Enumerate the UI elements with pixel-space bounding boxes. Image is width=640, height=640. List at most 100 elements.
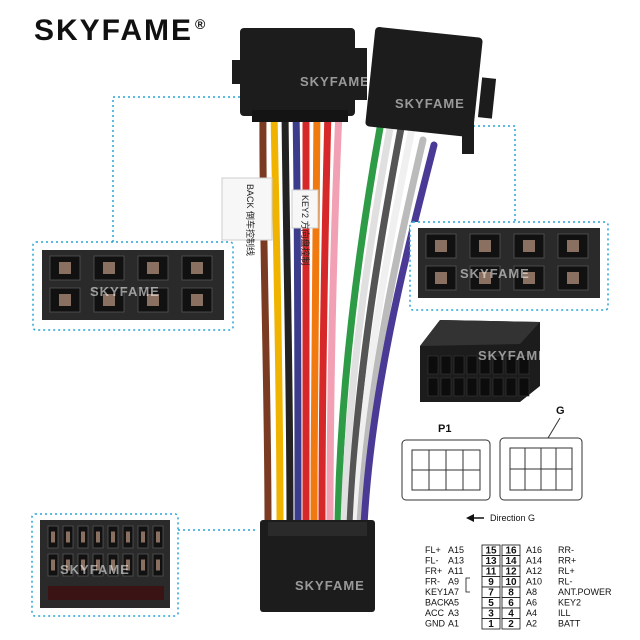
pin-right-code: A10 — [526, 577, 542, 587]
pin-cavity — [47, 553, 59, 577]
svg-text:KEY2 方向盘控制: KEY2 方向盘控制 — [300, 195, 311, 266]
pin-cavity — [152, 553, 164, 577]
iso-connector-power: SKYFAME — [232, 28, 370, 122]
pin-left-code: A11 — [448, 566, 463, 576]
pin-left-code: A7 — [448, 587, 459, 597]
plug-cell — [453, 377, 465, 397]
pin-cavity — [122, 553, 134, 577]
pin-cavity — [77, 553, 89, 577]
diagram-g: G — [499, 405, 583, 501]
pin-right-code: A2 — [526, 619, 537, 629]
svg-text:SKYFAME: SKYFAME — [460, 266, 530, 281]
pin-right-code: A6 — [526, 598, 537, 608]
brand-logo: SKYFAME® — [34, 14, 207, 48]
inset-power-pins: SKYFAME — [32, 241, 234, 331]
pin-right-code: A12 — [526, 566, 542, 576]
pin-right-code: A8 — [526, 587, 537, 597]
pin-left-name: BACK — [425, 598, 450, 608]
plug-cell — [440, 355, 452, 375]
plug-cell — [466, 355, 478, 375]
pin-cavity — [107, 553, 119, 577]
pin-box-left-num: 5 — [488, 598, 494, 609]
pin-right-name: RR- — [558, 545, 574, 555]
svg-text:Direction G: Direction G — [490, 513, 535, 523]
pin-box-left-num: 7 — [488, 588, 494, 599]
pin-cavity — [469, 233, 501, 259]
svg-text:SKYFAME: SKYFAME — [478, 348, 548, 363]
pin-left-name: ACC — [425, 608, 445, 618]
pin-box-left-num: 11 — [486, 567, 497, 578]
pin-cavity — [181, 255, 213, 281]
pin-right-code: A16 — [526, 545, 542, 555]
pin-right-code: A14 — [526, 556, 542, 566]
pin-cavity — [92, 553, 104, 577]
leader-lines — [112, 96, 516, 531]
pin-cavity — [47, 525, 59, 549]
pin-cavity — [513, 265, 545, 291]
pin-box-left-num: 3 — [488, 609, 494, 620]
pin-left-code: A13 — [448, 556, 464, 566]
pin-box-right-num: 8 — [508, 588, 514, 599]
pin-cavity — [92, 525, 104, 549]
pin-box-left-num: 15 — [485, 546, 497, 557]
pin-box-left-num: 9 — [488, 577, 494, 588]
pin-box-right-num: 2 — [508, 619, 514, 630]
pin-right-name: KEY2 — [558, 598, 581, 608]
svg-text:SKYFAME: SKYFAME — [60, 562, 130, 577]
registered-mark: ® — [195, 16, 208, 32]
pin-right-name: ANT.POWER — [558, 587, 612, 597]
pin-left-name: KEY1 — [425, 587, 448, 597]
plug-cell — [492, 355, 504, 375]
pin-right-name: RL- — [558, 577, 573, 587]
svg-text:BACK 倒车控制线: BACK 倒车控制线 — [245, 184, 256, 256]
pin-right-name: RL+ — [558, 566, 575, 576]
pin-left-code: A5 — [448, 598, 459, 608]
pin-cavity — [152, 525, 164, 549]
plug-cell — [492, 377, 504, 397]
pin-bracket — [465, 577, 470, 593]
brand-name: SKYFAME — [34, 14, 194, 47]
pinout-row: FR- A9 9 10 A10 RL- — [425, 576, 573, 588]
pin-cavity — [122, 525, 134, 549]
svg-text:G: G — [556, 405, 565, 417]
plug-cell — [453, 355, 465, 375]
pin-cavity — [62, 553, 74, 577]
pin-left-name: FR+ — [425, 566, 442, 576]
svg-text:SKYFAME: SKYFAME — [300, 74, 370, 89]
pin-cavity — [107, 525, 119, 549]
pin-left-code: A1 — [448, 619, 459, 629]
pin-cavity — [137, 553, 149, 577]
label-tag-right: KEY2 方向盘控制 — [291, 189, 319, 266]
pin-left-code: A15 — [448, 545, 464, 555]
pin-cavity — [137, 255, 169, 281]
pin-cavity — [181, 287, 213, 313]
plug-cell — [505, 377, 517, 397]
pin-cavity — [93, 255, 125, 281]
diagram-p1: P1 — [401, 423, 491, 501]
svg-text:SKYFAME: SKYFAME — [90, 284, 160, 299]
plug-cell — [427, 355, 439, 375]
pin-cavity — [513, 233, 545, 259]
pin-box-right-num: 6 — [508, 598, 514, 609]
pin-box-right-num: 14 — [505, 556, 517, 567]
pin-box-left-num: 13 — [485, 556, 497, 567]
pin-box-right — [501, 618, 521, 630]
pin-left-code: A9 — [448, 577, 459, 587]
plug-cell — [440, 377, 452, 397]
wire-bundle — [259, 106, 438, 529]
pin-box-right-num: 10 — [505, 577, 517, 588]
inset-speaker-pins: SKYFAME — [409, 221, 609, 311]
pin-left-name: FL- — [425, 556, 439, 566]
pin-cavity — [77, 525, 89, 549]
label-tag-left: BACK 倒车控制线 — [221, 177, 273, 256]
pin-cavity — [557, 233, 589, 259]
pin-box-right-num: 16 — [505, 546, 517, 557]
pin-right-name: RR+ — [558, 556, 576, 566]
pin-box-right-num: 4 — [508, 609, 514, 620]
plug-cell — [518, 377, 530, 397]
plug-16pin: SKYFAME — [420, 320, 548, 402]
plug-cell — [466, 377, 478, 397]
pin-left-name: FR- — [425, 577, 440, 587]
